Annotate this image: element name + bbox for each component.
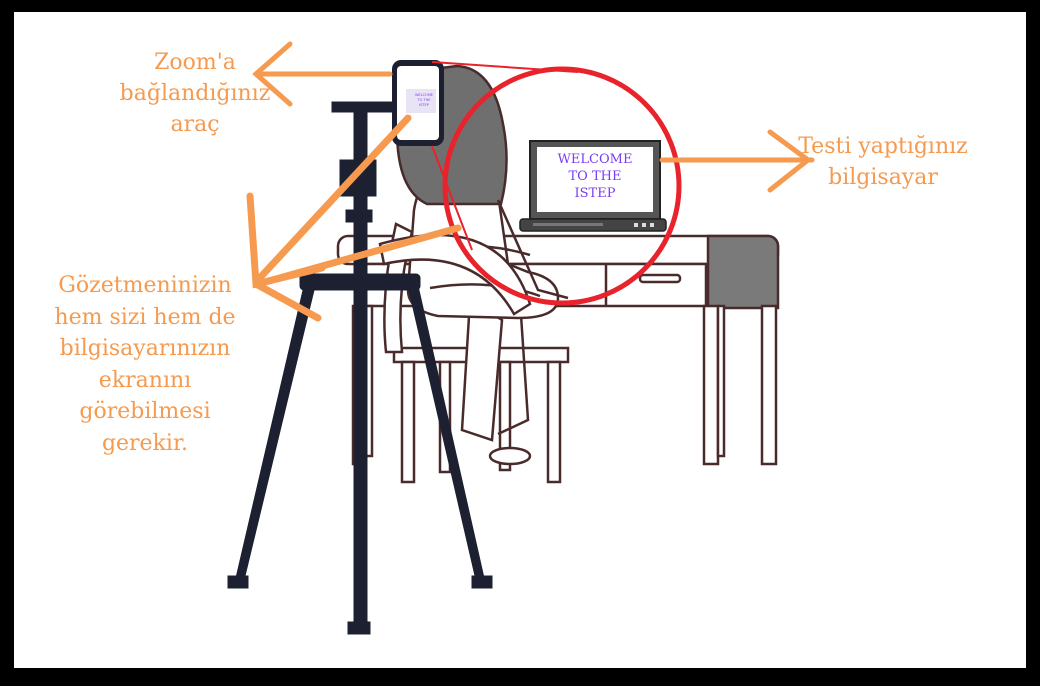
- laptop-screen-text: WELCOME TO THE ISTEP: [536, 151, 654, 202]
- phone-screen-text: WELCOME TO THE ISTEP: [412, 93, 436, 108]
- test-computer-label: Testi yaptığınız bilgisayar: [778, 131, 988, 193]
- zoom-device-label: Zoom'a bağlandığınız araç: [100, 47, 290, 140]
- proctor-note-label: Gözetmeninizin hem sizi hem de bilgisaya…: [30, 270, 260, 459]
- laptop-screen-line: ISTEP: [536, 185, 654, 202]
- laptop-screen-line: WELCOME: [536, 151, 654, 168]
- laptop-screen-line: TO THE: [536, 168, 654, 185]
